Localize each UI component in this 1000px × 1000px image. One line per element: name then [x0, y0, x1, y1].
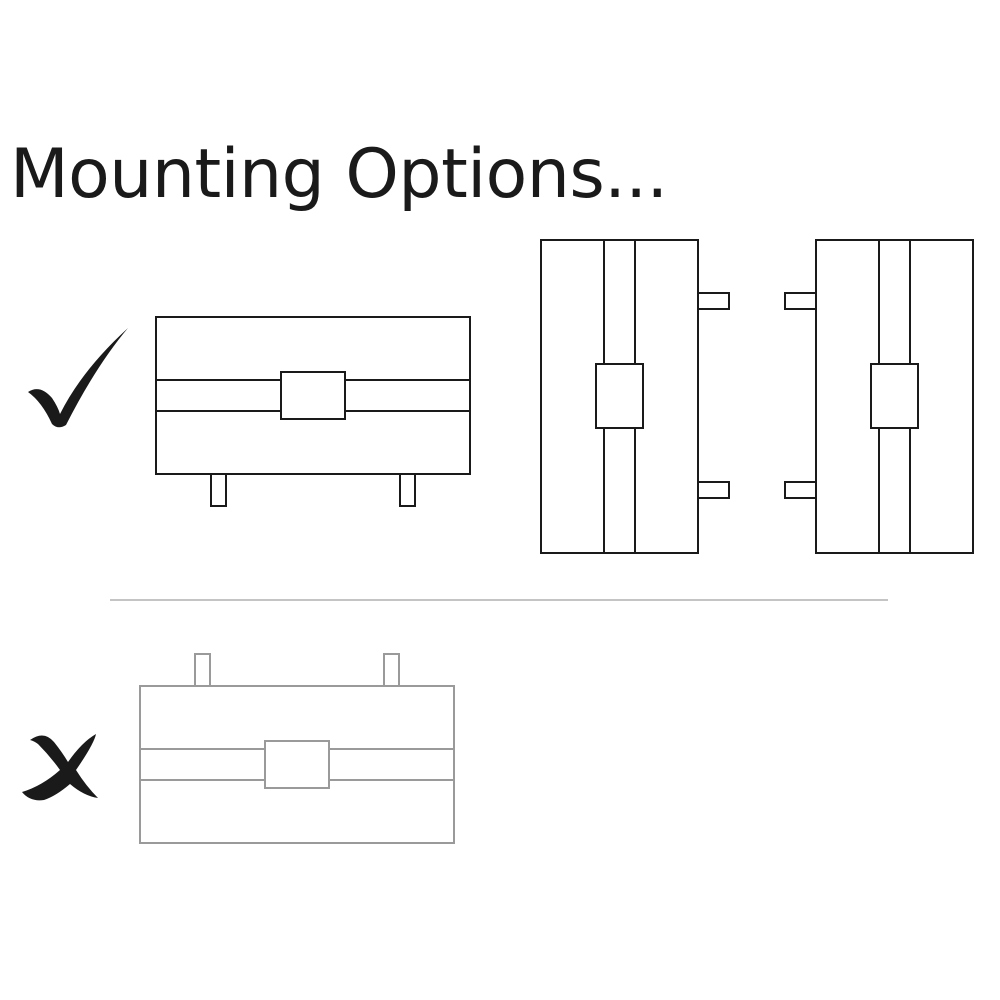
strap-buckle [280, 371, 346, 420]
correct-vertical-mount-right [540, 239, 730, 554]
mount-leg-left [194, 653, 211, 687]
mount-leg-bottom [784, 481, 817, 499]
vertical-panel [540, 239, 699, 554]
mount-leg-right [399, 473, 416, 507]
mount-leg-top [784, 292, 817, 310]
strap-buckle [595, 363, 644, 429]
correct-vertical-mount-left [784, 239, 974, 554]
mount-leg-bottom [697, 481, 730, 499]
mount-leg-top [697, 292, 730, 310]
horizontal-panel [139, 685, 455, 844]
strap-buckle [264, 740, 330, 789]
mount-leg-right [383, 653, 400, 687]
strap-buckle [870, 363, 919, 429]
cross-mark-icon [22, 734, 98, 801]
vertical-panel [815, 239, 974, 554]
mount-leg-left [210, 473, 227, 507]
incorrect-horizontal-mount [139, 653, 455, 844]
horizontal-panel [155, 316, 471, 475]
correct-horizontal-mount [155, 316, 471, 507]
page-title: Mounting Options... [10, 135, 668, 214]
check-mark-icon [28, 328, 128, 428]
